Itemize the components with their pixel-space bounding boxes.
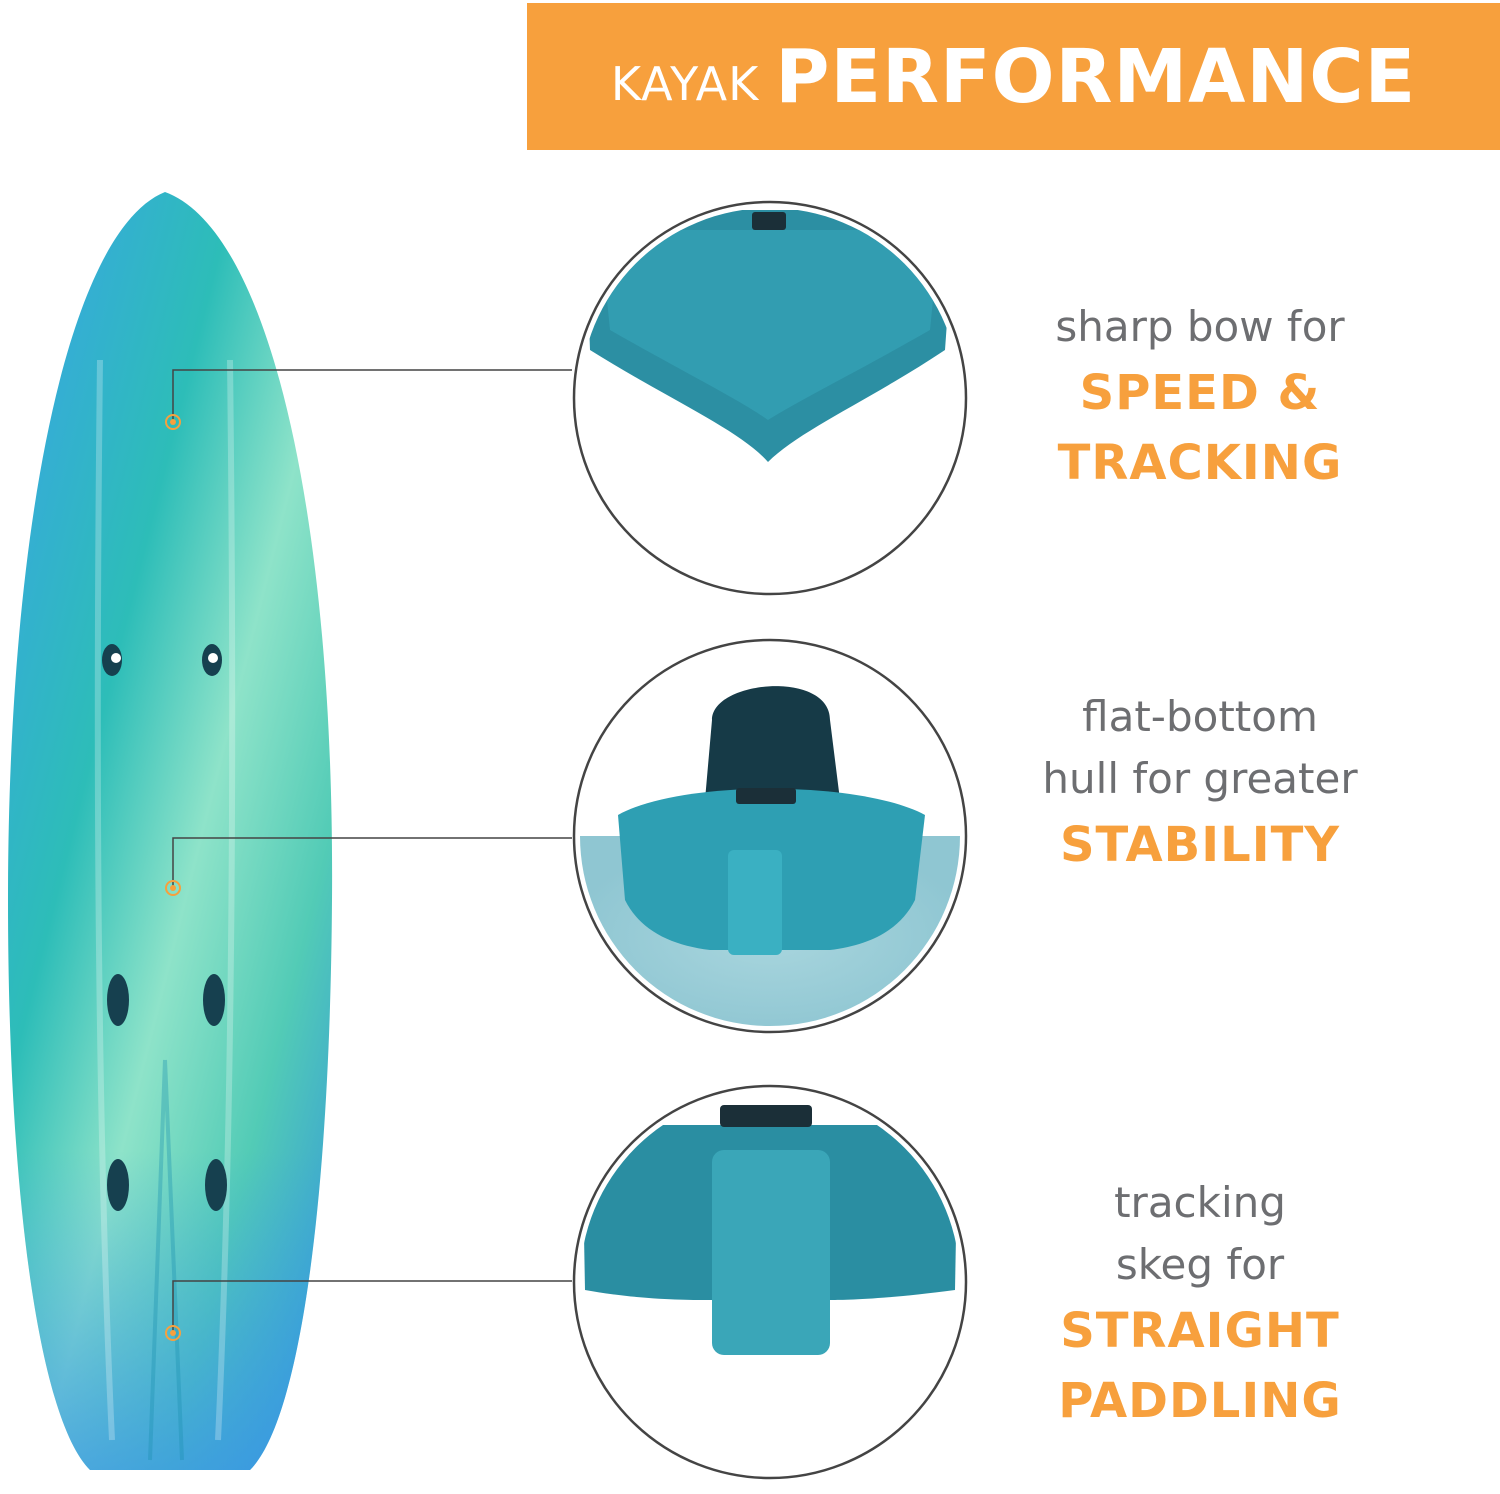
kayak-hull: [8, 192, 333, 1470]
feature-highlight: SPEED &: [1079, 365, 1321, 421]
feature-description: flat-bottom: [1082, 692, 1318, 741]
callout-lines: [172, 369, 572, 1333]
feature-description: tracking: [1114, 1178, 1286, 1227]
feature-description: hull for greater: [1042, 754, 1358, 803]
skeg-icon: [572, 1084, 968, 1480]
callout-dot-icon: [165, 414, 181, 1341]
feature-description: skeg for: [1115, 1240, 1285, 1289]
feature-highlight: STRAIGHT: [1060, 1303, 1340, 1359]
feature-speed: sharp bow for SPEED & TRACKING: [1010, 296, 1390, 498]
feature-description: sharp bow for: [1055, 302, 1345, 351]
feature-highlight: STABILITY: [1059, 817, 1341, 873]
bow-icon: [572, 200, 968, 596]
feature-tracking: tracking skeg for STRAIGHT PADDLING: [1010, 1172, 1390, 1436]
hull-icon: [572, 638, 968, 1034]
feature-highlight: TRACKING: [1057, 435, 1343, 491]
title-prefix: KAYAK: [610, 56, 760, 111]
feature-stability: flat-bottom hull for greater STABILITY: [1010, 686, 1390, 880]
header-banner: KAYAK PERFORMANCE: [527, 3, 1500, 150]
page-title: PERFORMANCE: [775, 33, 1417, 120]
feature-highlight: PADDLING: [1058, 1373, 1342, 1429]
